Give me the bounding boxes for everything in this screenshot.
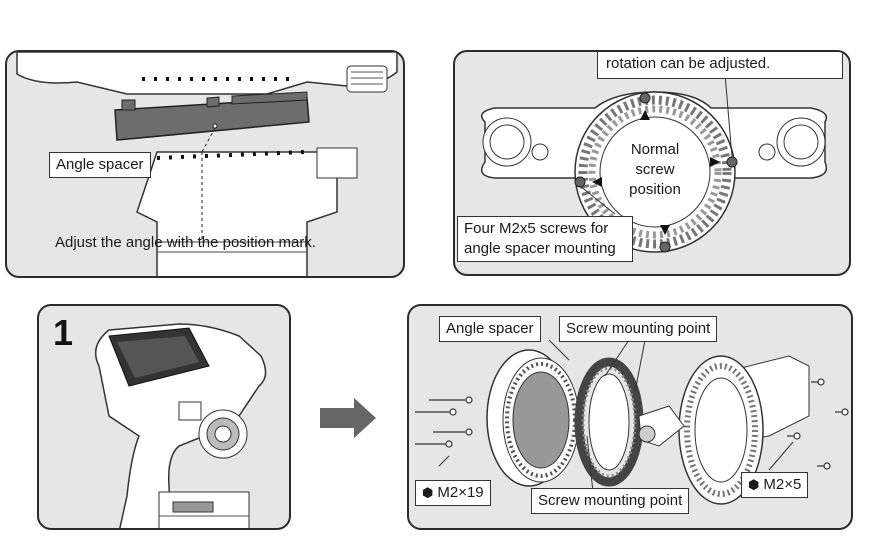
apa-ring-illustration bbox=[480, 73, 828, 253]
transmitter-illustration bbox=[94, 323, 267, 528]
exploded-assembly-panel: Angle spacer Screw mounting point Screw … bbox=[407, 304, 853, 530]
exploded-assembly-illustration bbox=[415, 339, 849, 505]
normal-screw-position-label: Normal screw position bbox=[629, 141, 681, 198]
angle-spacer-side-view-panel: Angle spacer Adjust the angle with the p… bbox=[5, 50, 405, 278]
angle-spacer-exploded-label: Angle spacer bbox=[439, 316, 541, 342]
angle-spacer-label: Angle spacer bbox=[49, 152, 151, 178]
hex-screw-icon: ⬢ bbox=[748, 477, 760, 492]
screw-m2x19-label: ⬢M2×19 bbox=[415, 480, 491, 506]
side-view-illustration bbox=[16, 52, 398, 276]
screw-m2x5-text: M2×5 bbox=[763, 476, 802, 493]
step-1-transmitter-panel: 1 bbox=[37, 304, 291, 530]
right-arrow-icon bbox=[320, 398, 376, 438]
hex-screw-icon: ⬢ bbox=[422, 485, 434, 500]
step-number: 1 bbox=[53, 312, 74, 353]
screws-note: Four M2x5 screws for angle spacer mounti… bbox=[457, 216, 633, 262]
screw-m2x19-text: M2×19 bbox=[437, 484, 484, 501]
screw-m2x5-label: ⬢M2×5 bbox=[741, 472, 809, 498]
apa-mounting-panel: APA uses the outside holes. The mounting… bbox=[453, 50, 851, 276]
screw-mounting-point-top-label: Screw mounting point bbox=[559, 316, 718, 342]
screw-mounting-point-bottom-label: Screw mounting point bbox=[531, 488, 690, 514]
adjust-angle-instruction: Adjust the angle with the position mark. bbox=[55, 234, 316, 251]
apa-note: APA uses the outside holes. The mounting… bbox=[597, 52, 843, 79]
